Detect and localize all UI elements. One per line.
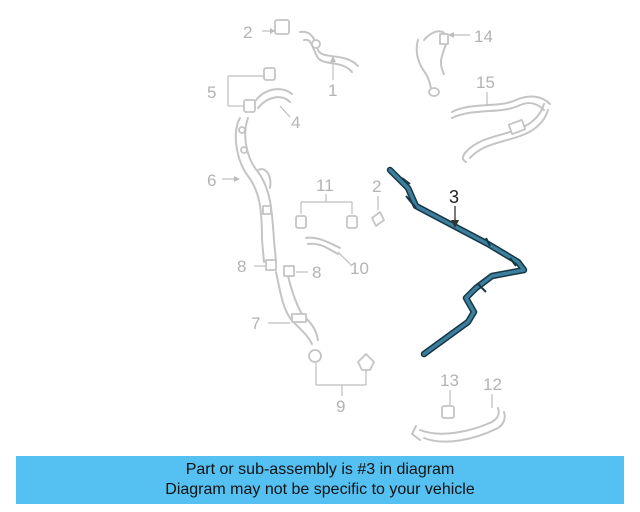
part-4-hose <box>255 88 293 118</box>
part-3-line-assembly[interactable] <box>386 166 528 358</box>
info-banner: Part or sub-assembly is #3 in diagram Di… <box>16 456 624 504</box>
callout-6: 6 <box>207 171 216 190</box>
banner-line-part-number: Part or sub-assembly is #3 in diagram <box>185 461 455 478</box>
part-8-clamps <box>254 259 308 277</box>
callout-2-top: 2 <box>243 23 252 42</box>
callout-15: 15 <box>476 73 495 92</box>
callout-14: 14 <box>474 27 493 46</box>
callout-1: 1 <box>328 81 337 100</box>
part-10-hose <box>305 236 353 267</box>
part-6-tube <box>222 117 277 263</box>
banner-line-disclaimer: Diagram may not be specific to your vehi… <box>165 481 475 498</box>
callout-8-right: 8 <box>312 263 321 282</box>
callout-9: 9 <box>336 397 345 416</box>
part-5-bracket-group <box>227 67 276 113</box>
part-15-pipe <box>451 92 551 163</box>
part-14-hose <box>415 30 470 97</box>
callout-7: 7 <box>251 314 260 333</box>
callout-13: 13 <box>440 371 459 390</box>
callout-11: 11 <box>316 176 334 195</box>
part-12-pipe <box>411 394 506 443</box>
part-2-clip-middle <box>371 196 385 227</box>
callout-5: 5 <box>207 83 216 102</box>
part-1-hose <box>299 30 359 80</box>
part-3-leader <box>451 206 459 228</box>
part-7-hose <box>268 271 319 345</box>
callout-12: 12 <box>483 375 502 394</box>
callout-2-middle: 2 <box>372 177 381 196</box>
part-2-cap-top <box>262 19 290 35</box>
part-11-cap-group <box>295 194 358 229</box>
callout-10: 10 <box>350 259 369 278</box>
callout-8-left: 8 <box>237 257 246 276</box>
callout-3: 3 <box>449 187 459 207</box>
callout-4: 4 <box>291 113 300 132</box>
part-13-fitting <box>441 390 455 419</box>
part-9-fitting-group <box>308 349 375 396</box>
